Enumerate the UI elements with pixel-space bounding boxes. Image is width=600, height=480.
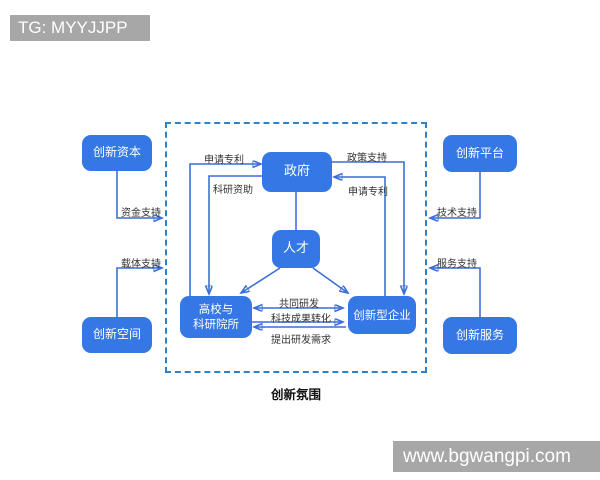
edge-label-carrier-support: 载体支持 xyxy=(121,259,161,270)
edge-label-research-funding: 科研资助 xyxy=(213,185,253,196)
node-innovation-space: 创新空间 xyxy=(82,317,152,353)
edge-label-service-support: 服务支持 xyxy=(437,259,477,270)
edge-service-support xyxy=(430,268,481,317)
diagram-caption: 创新氛围 xyxy=(270,387,321,402)
edge-funding-support xyxy=(116,171,162,218)
edge-apply-patent-right xyxy=(334,177,386,296)
edge-label-tech-support: 技术支持 xyxy=(437,208,477,219)
watermark-bottom-right: www.bgwangpi.com xyxy=(393,441,600,472)
edge-tech-support xyxy=(430,172,481,218)
edge-talent-universities xyxy=(241,267,281,293)
edge-research-funding xyxy=(209,175,262,294)
watermark-top-left: TG: MYYJJPP xyxy=(10,15,150,41)
node-innovation-platform: 创新平台 xyxy=(443,135,517,172)
node-universities-research-institutes: 高校与 科研院所 xyxy=(180,296,252,338)
edge-talent-enterprises xyxy=(312,267,348,293)
edge-carrier-support xyxy=(116,268,162,317)
edge-label-rd-demand: 提出研发需求 xyxy=(271,335,331,346)
edge-label-joint-rd: 共同研发 xyxy=(279,299,319,310)
edge-label-funding-support: 资金支持 xyxy=(121,208,161,219)
node-innovation-capital: 创新资本 xyxy=(82,135,152,171)
edge-label-apply-patent-left: 申请专利 xyxy=(204,155,244,166)
edge-apply-patent-left xyxy=(189,164,261,296)
edge-label-apply-patent-right: 申请专利 xyxy=(348,187,388,198)
node-innovative-enterprises: 创新型企业 xyxy=(348,296,416,334)
node-government: 政府 xyxy=(262,152,332,192)
edge-policy-support xyxy=(332,161,404,294)
innovation-atmosphere-region xyxy=(165,122,427,373)
node-talent: 人才 xyxy=(272,230,320,268)
edge-label-achievement-transfer: 科技成果转化 xyxy=(271,314,331,325)
node-innovation-services: 创新服务 xyxy=(443,317,517,354)
edge-label-policy-support: 政策支持 xyxy=(347,153,387,164)
